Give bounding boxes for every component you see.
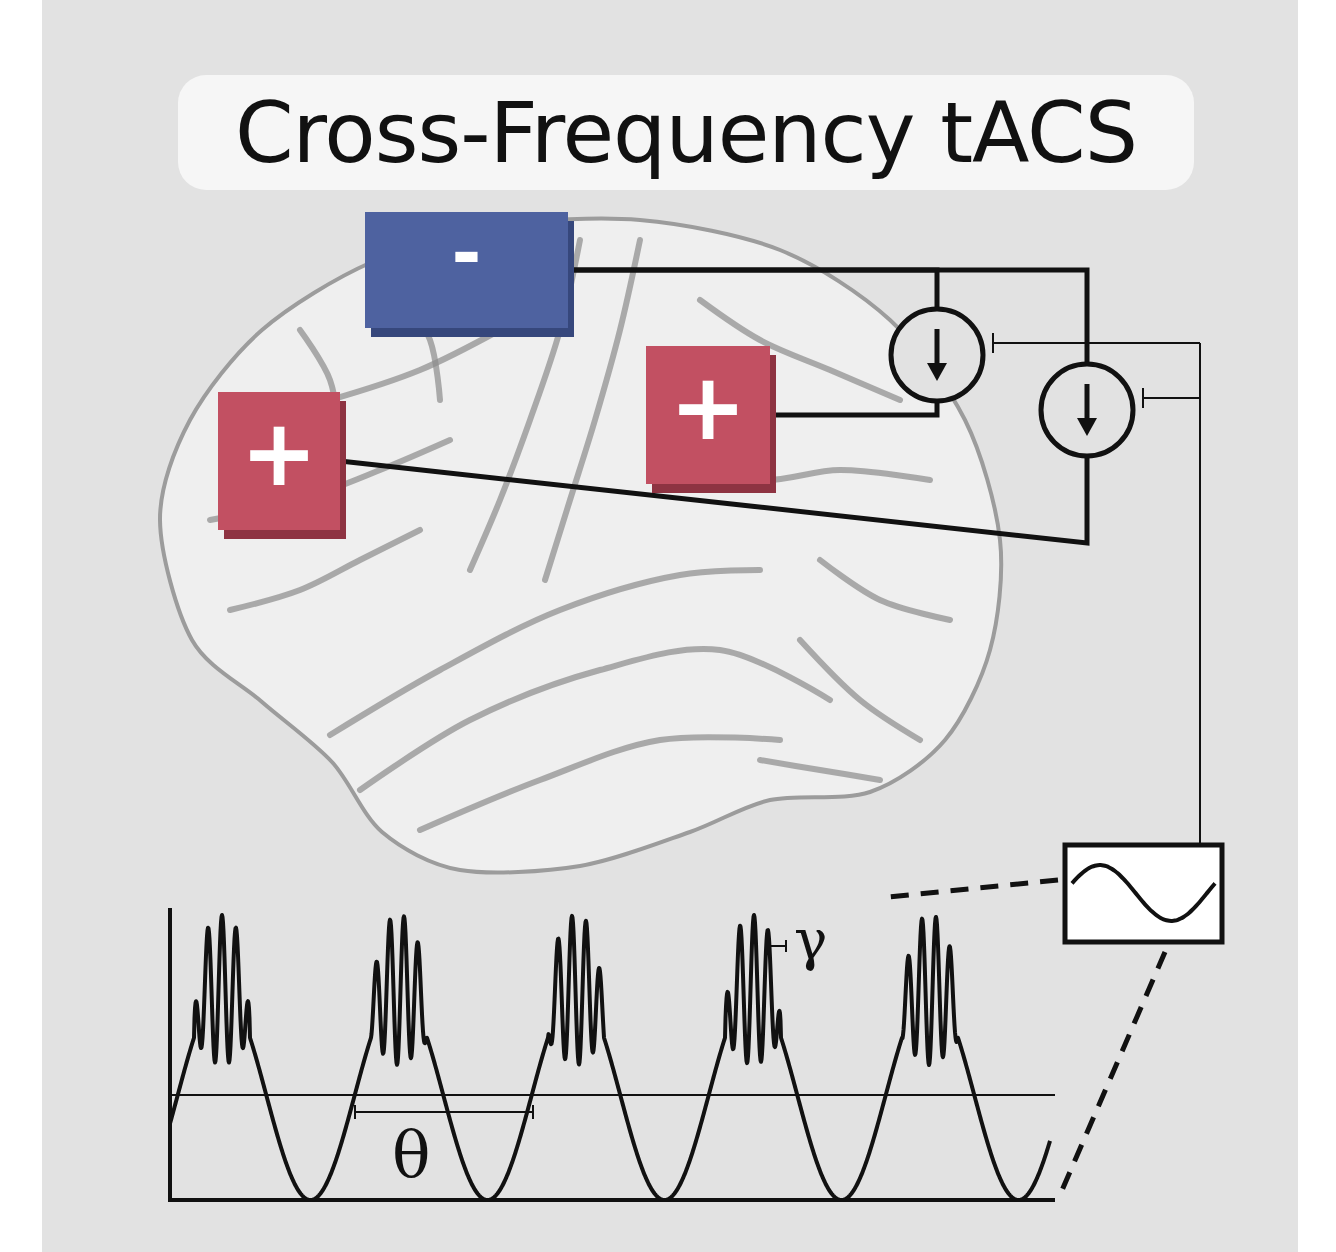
polarity-sign: + xyxy=(669,362,746,454)
brain-sulcus xyxy=(360,649,830,790)
source-arrowhead xyxy=(927,363,947,381)
brain-sulcus xyxy=(230,530,420,610)
electrode-pad: + xyxy=(646,346,770,484)
frequency-label: θ xyxy=(392,1122,431,1186)
control-line xyxy=(1199,343,1201,845)
brain-sulcus xyxy=(420,737,780,830)
source-arrow xyxy=(1085,384,1090,422)
source-arrow xyxy=(935,329,940,367)
title-pill: Cross-Frequency tACS xyxy=(178,75,1194,190)
control-line xyxy=(993,342,1200,344)
current-source xyxy=(891,309,983,401)
midline xyxy=(170,1094,1055,1096)
current-source xyxy=(1041,364,1133,456)
control-tick xyxy=(992,333,994,353)
title-text: Cross-Frequency tACS xyxy=(235,84,1137,182)
source-arrowhead xyxy=(1077,418,1097,436)
brain-sulcus xyxy=(330,570,760,735)
oscillator-box xyxy=(1065,845,1222,942)
period-bracket xyxy=(355,1105,533,1119)
period-bracket xyxy=(770,940,786,952)
zoom-line xyxy=(888,880,1058,897)
brain-sulcus xyxy=(760,760,880,780)
frequency-label: γ xyxy=(794,912,827,968)
sine-symbol xyxy=(1072,865,1215,921)
control-tick xyxy=(1142,388,1144,408)
zoom-line xyxy=(1060,952,1165,1195)
gray-ground xyxy=(42,0,1298,1252)
polarity-sign: - xyxy=(452,216,482,288)
theta-gamma-wave xyxy=(170,915,1050,1200)
control-line xyxy=(1143,397,1200,399)
axis-line xyxy=(168,908,172,1202)
electrode-pad: + xyxy=(218,392,340,530)
polarity-sign: + xyxy=(240,408,317,500)
brain-outline xyxy=(160,219,1001,873)
axis-line xyxy=(168,1198,1055,1202)
electrode-pad: - xyxy=(365,212,568,328)
brain-sulcus xyxy=(800,640,920,740)
brain-sulcus xyxy=(820,560,950,620)
